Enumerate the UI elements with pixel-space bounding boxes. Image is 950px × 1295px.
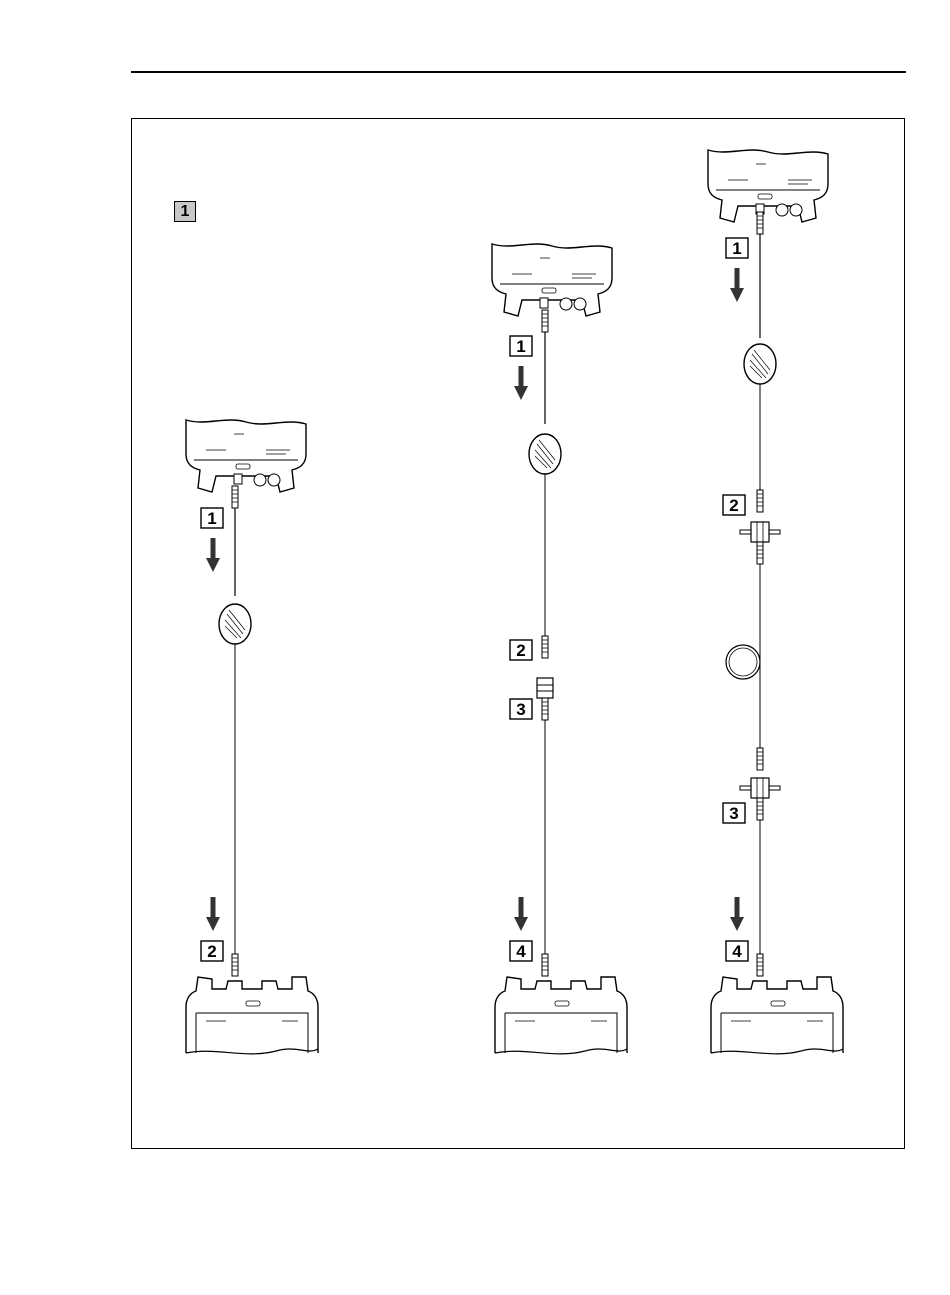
- main-boot-3: [757, 954, 763, 976]
- inline-adapter: [537, 678, 553, 698]
- column-two-patch: 1 2 3 4: [492, 244, 627, 1054]
- patch-adapter-2: [529, 434, 561, 474]
- column-spool: 1 2 3 4: [708, 150, 843, 1054]
- step-marker-2: 2: [201, 941, 223, 961]
- step-marker-1: 1: [201, 508, 223, 528]
- svg-text:4: 4: [516, 942, 526, 961]
- remote-boot-3: [757, 212, 763, 234]
- connector-boot: [757, 748, 763, 770]
- arrow-down-icon: [206, 538, 220, 572]
- remote-boot-2: [542, 310, 548, 332]
- fiber-spool-icon: [726, 645, 760, 679]
- svg-text:1: 1: [207, 509, 216, 528]
- svg-text:2: 2: [729, 496, 738, 515]
- main-unit-1: [186, 977, 318, 1054]
- svg-text:2: 2: [516, 641, 525, 660]
- remote-unit-3: [708, 150, 828, 222]
- svg-text:3: 3: [729, 804, 738, 823]
- svg-text:2: 2: [207, 942, 216, 961]
- step-marker-1: 1: [510, 336, 532, 356]
- main-unit-3: [711, 977, 843, 1054]
- main-boot-2: [542, 954, 548, 976]
- arrow-down-icon: [730, 897, 744, 931]
- connector-boot: [542, 636, 548, 658]
- arrow-down-icon: [514, 897, 528, 931]
- step-marker-4: 4: [510, 941, 532, 961]
- svg-text:1: 1: [516, 337, 525, 356]
- connector-boot: [757, 542, 763, 564]
- step-marker-3: 3: [510, 699, 532, 719]
- remote-unit-1: [186, 420, 306, 492]
- patch-adapter-3: [744, 344, 776, 384]
- column-single: 1 2: [186, 420, 318, 1054]
- connector-boot: [542, 698, 548, 720]
- bulkhead-adapter: [740, 522, 780, 542]
- arrow-down-icon: [730, 268, 744, 302]
- patch-adapter-1: [219, 604, 251, 644]
- step-marker-3: 3: [723, 803, 745, 823]
- svg-text:4: 4: [732, 942, 742, 961]
- svg-text:1: 1: [732, 239, 741, 258]
- connector-boot: [757, 798, 763, 820]
- arrow-down-icon: [514, 366, 528, 400]
- step-marker-2: 2: [723, 495, 745, 515]
- arrow-down-icon: [206, 897, 220, 931]
- step-marker-4: 4: [726, 941, 748, 961]
- step-marker-1: 1: [726, 238, 748, 258]
- main-unit-2: [495, 977, 627, 1054]
- connector-boot: [757, 490, 763, 512]
- step-marker-2: 2: [510, 640, 532, 660]
- remote-unit-2: [492, 244, 612, 316]
- bulkhead-adapter: [740, 778, 780, 798]
- svg-text:3: 3: [516, 700, 525, 719]
- remote-boot-1: [232, 486, 238, 508]
- main-boot-1: [232, 954, 238, 976]
